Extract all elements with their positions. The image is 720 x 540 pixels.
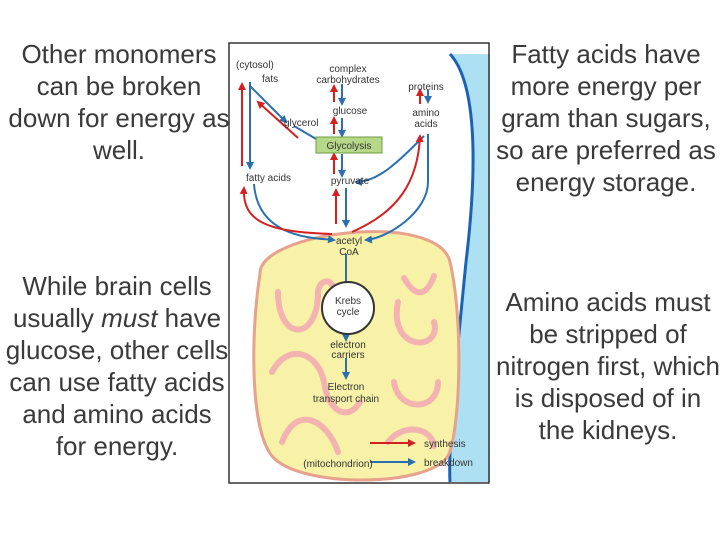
amino-acids-label-line2: acids <box>414 119 437 130</box>
breakdown-legend-label: breakdown <box>424 458 473 469</box>
glycolysis-label: Glycolysis <box>326 141 371 152</box>
glucose-label: glucose <box>333 106 368 117</box>
electron-transport-chain-label-line1: Electron <box>328 382 365 393</box>
fatty-acids-label: fatty acids <box>246 173 291 184</box>
left-top-text: Other monomers can be broken down for en… <box>8 39 230 165</box>
diagram-frame <box>228 42 490 484</box>
acetyl-coa-label-line2: CoA <box>339 247 359 258</box>
left-bottom-text-start: While brain cells usually <box>12 271 212 333</box>
acetyl-coa-label-line1: acetyl <box>336 236 362 247</box>
krebs-cycle-circle <box>321 281 375 335</box>
complex-carbohydrates-label-line1: complex <box>329 64 366 75</box>
proteins-label: proteins <box>408 82 444 93</box>
right-top-text: Fatty acids have more energy per gram th… <box>496 39 716 197</box>
left-bottom-text-end: have glucose, other cells can use fatty … <box>5 303 229 461</box>
metabolism-diagram-svg: (cytosol) fats complex carbohydrates pro… <box>228 42 490 484</box>
complex-carbohydrates-label-line2: carbohydrates <box>316 75 379 86</box>
electron-carriers-label-line2: carriers <box>331 350 364 361</box>
glycolysis-box <box>315 136 383 154</box>
fats-label: fats <box>262 74 278 85</box>
glycerol-label: glycerol <box>284 118 318 129</box>
metabolism-diagram: (cytosol) fats complex carbohydrates pro… <box>228 42 490 484</box>
mitochondrion-label: (mitochondrion) <box>303 459 372 470</box>
krebs-cycle-label-line1: Krebs <box>335 296 361 307</box>
synthesis-legend-label: synthesis <box>424 439 466 450</box>
right-bottom-text: Amino acids must be stripped of nitrogen… <box>496 287 720 445</box>
mitochondrion-cristae <box>269 273 441 455</box>
electron-transport-chain-label-line2: transport chain <box>313 394 379 405</box>
cytosol-label: (cytosol) <box>236 60 274 71</box>
left-bottom-text: While brain cells usually must have gluc… <box>4 270 230 462</box>
electron-carriers-label-line1: electron <box>330 340 366 351</box>
left-bottom-emphasis: must <box>101 303 158 333</box>
pyruvate-label: pyruvate <box>331 176 370 187</box>
amino-acids-label-line1: amino <box>412 108 440 119</box>
krebs-cycle-label-line2: cycle <box>337 307 360 318</box>
